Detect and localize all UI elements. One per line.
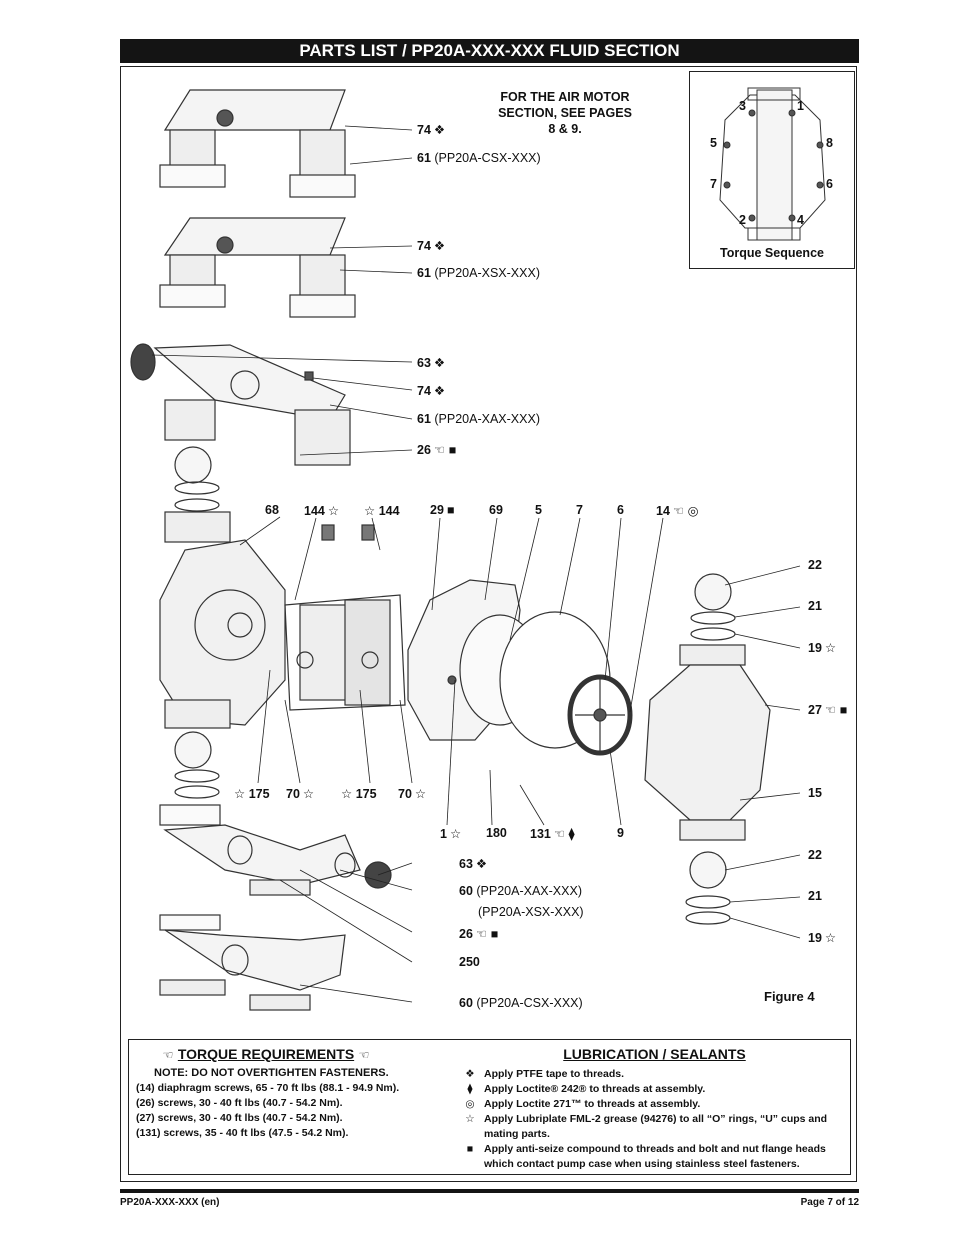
lube-item: ❖Apply PTFE tape to threads. (462, 1067, 847, 1082)
callout-144: ☆ 144 (364, 504, 400, 518)
torque-line: (14) diaphragm screws, 65 - 70 ft lbs (8… (136, 1082, 400, 1094)
grease-icon: ☆ (465, 1113, 475, 1125)
callout-250: 250 (459, 955, 480, 969)
callout-61: 61 (PP20A-XAX-XXX) (417, 412, 540, 426)
lubrication-title: LUBRICATION / SEALANTS (563, 1046, 746, 1062)
manifold-60-csx (159, 914, 346, 1011)
callout-21: 21 (808, 889, 822, 903)
manifold-61-csx (159, 89, 356, 198)
torque-hand-icon: ☜ (358, 1048, 370, 1062)
callout-74: 74❖ (417, 239, 446, 253)
loctite242-icon: ⧫ (467, 1083, 473, 1095)
air-motor-center (284, 524, 406, 711)
callout-175: ☆ 175 (341, 787, 377, 801)
callout-26: 26☜ ■ (459, 927, 499, 941)
callout-29: 29■ (430, 503, 455, 517)
page-title: PARTS LIST / PP20A-XXX-XXX FLUID SECTION (120, 39, 859, 63)
torque-line: (26) screws, 30 - 40 ft lbs (40.7 - 54.2… (136, 1097, 343, 1109)
fluid-cap-left (159, 511, 286, 729)
callout-68: 68 (265, 503, 279, 517)
callout-22: 22 (808, 558, 822, 572)
torque-sequence-figure (719, 87, 826, 241)
torque-sequence-caption: Torque Sequence (720, 246, 824, 260)
callout-6: 6 (617, 503, 624, 517)
manifold-61-xsx (159, 217, 356, 318)
callout-7: 7 (576, 503, 583, 517)
callout-27: 27☜ ■ (808, 703, 848, 717)
callout-26: 26☜ ■ (417, 443, 457, 457)
air-note-line: FOR THE AIR MOTOR (500, 90, 630, 104)
callout-1: 1☆ (440, 827, 462, 841)
air-note-line: SECTION, SEE PAGES (498, 106, 632, 120)
torque-seq-1: 1 (797, 99, 804, 113)
callout-60-alt: (PP20A-XSX-XXX) (478, 905, 584, 919)
callout-63: 63❖ (459, 857, 488, 871)
callout-60: 60 (PP20A-CSX-XXX) (459, 996, 583, 1010)
callout-60: 60 (PP20A-XAX-XXX) (459, 884, 582, 898)
callout-144: 144☆ (304, 504, 340, 518)
footer-doc-id: PP20A-XXX-XXX (en) (120, 1197, 220, 1208)
torque-requirements: ☜ TORQUE REQUIREMENTS ☜ NOTE: DO NOT OVE… (136, 1046, 436, 1141)
torque-seq-7: 7 (710, 177, 717, 191)
callout-19: 19☆ (808, 641, 837, 655)
footer-rule (120, 1189, 859, 1193)
callout-15: 15 (808, 786, 822, 800)
callout-63: 63❖ (417, 356, 446, 370)
loctite271-icon: ◎ (465, 1098, 475, 1110)
torque-seq-5: 5 (710, 136, 717, 150)
antiseize-icon: ■ (466, 1143, 474, 1155)
callout-9: 9 (617, 826, 624, 840)
fluid-cap-right (644, 573, 771, 925)
figure-frame (120, 66, 857, 1182)
callout-131: 131☜ ⧫ (530, 827, 575, 841)
callout-69: 69 (489, 503, 503, 517)
lubrication-sealants: LUBRICATION / SEALANTS ❖Apply PTFE tape … (462, 1046, 847, 1172)
torque-seq-6: 6 (826, 177, 833, 191)
callout-74: 74❖ (417, 123, 446, 137)
callout-70: 70☆ (286, 787, 315, 801)
torque-seq-8: 8 (826, 136, 833, 150)
torque-hand-icon: ☜ (162, 1048, 174, 1062)
manifold-60-xax (159, 804, 392, 896)
figure-caption: Figure 4 (764, 989, 815, 1004)
callout-22: 22 (808, 848, 822, 862)
callout-175: ☆ 175 (234, 787, 270, 801)
torque-seq-3: 3 (739, 99, 746, 113)
callout-19: 19☆ (808, 931, 837, 945)
footer-page-number: Page 7 of 12 (800, 1197, 859, 1208)
torque-note: NOTE: DO NOT OVERTIGHTEN FASTENERS. (154, 1067, 389, 1079)
callout-14: 14☜ ◎ (656, 504, 699, 518)
torque-line: (27) screws, 30 - 40 ft lbs (40.7 - 54.2… (136, 1112, 343, 1124)
callout-70: 70☆ (398, 787, 427, 801)
callout-5: 5 (535, 503, 542, 517)
lube-item: ■Apply anti-seize compound to threads an… (462, 1142, 847, 1172)
callout-180: 180 (486, 826, 507, 840)
air-motor-note: FOR THE AIR MOTOR SECTION, SEE PAGES 8 &… (492, 89, 638, 137)
lube-item: ⧫Apply Loctite® 242® to threads at assem… (462, 1082, 847, 1097)
air-note-line: 8 & 9. (548, 122, 582, 136)
lube-icon: ❖ (465, 1068, 475, 1080)
legend-box (128, 1039, 851, 1175)
torque-sequence-box (689, 71, 855, 269)
callout-61: 61 (PP20A-XSX-XXX) (417, 266, 540, 280)
callout-74: 74❖ (417, 384, 446, 398)
torque-title: TORQUE REQUIREMENTS (177, 1046, 355, 1062)
torque-seq-2: 2 (739, 213, 746, 227)
lube-item: ◎Apply Loctite 271™ to threads at assemb… (462, 1097, 847, 1112)
manifold-61-xax (130, 343, 351, 466)
torque-seq-4: 4 (797, 213, 804, 227)
callout-61: 61 (PP20A-CSX-XXX) (417, 151, 541, 165)
callout-21: 21 (808, 599, 822, 613)
lube-item: ☆Apply Lubriplate FML-2 grease (94276) t… (462, 1112, 847, 1142)
torque-line: (131) screws, 35 - 40 ft lbs (47.5 - 54.… (136, 1127, 349, 1139)
